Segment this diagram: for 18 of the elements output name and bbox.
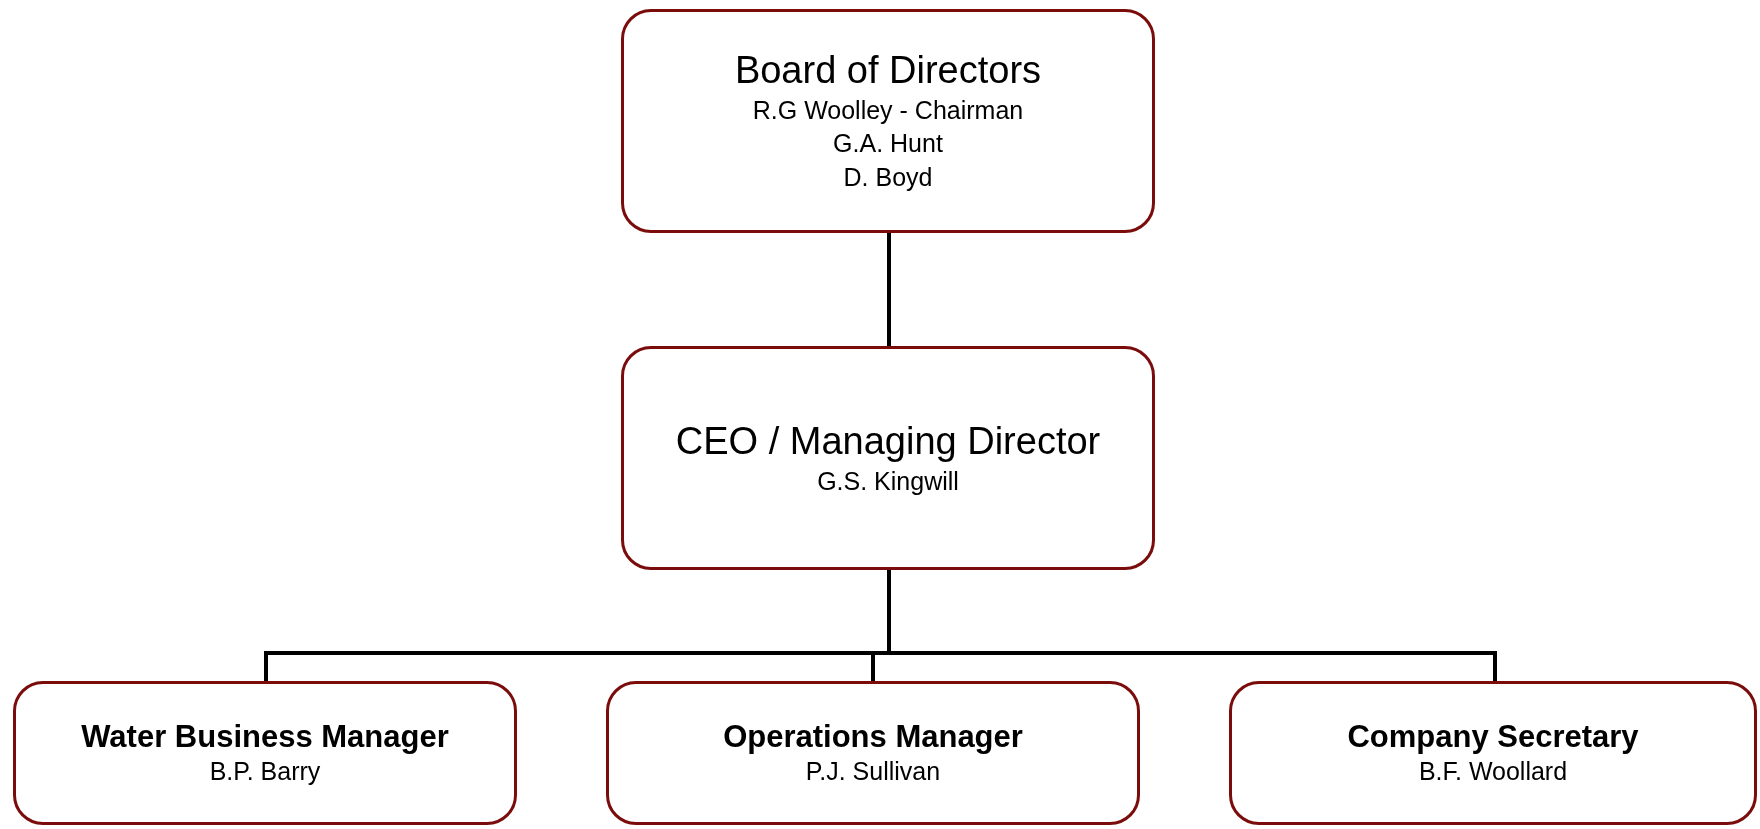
person-name: G.A. Hunt	[833, 128, 943, 160]
person-name: G.S. Kingwill	[817, 465, 959, 497]
position-title: Company Secretary	[1347, 718, 1639, 756]
position-title: Operations Manager	[723, 718, 1023, 756]
org-box	[621, 9, 1155, 233]
org-box	[606, 681, 1140, 825]
person-name: B.F. Woollard	[1418, 756, 1568, 788]
position-title: Board of Directors	[734, 48, 1042, 93]
org-box	[1229, 681, 1757, 825]
connector-line	[887, 233, 891, 346]
person-name: B.P. Barry	[209, 756, 321, 788]
person-name: P.J. Sullivan	[805, 756, 941, 788]
org-box	[13, 681, 517, 825]
org-box	[621, 346, 1155, 570]
person-name: R.G Woolley - Chairman	[752, 94, 1024, 126]
person-name: D. Boyd	[843, 162, 933, 194]
position-title: Water Business Manager	[81, 718, 449, 756]
position-title: CEO / Managing Director	[675, 419, 1101, 464]
